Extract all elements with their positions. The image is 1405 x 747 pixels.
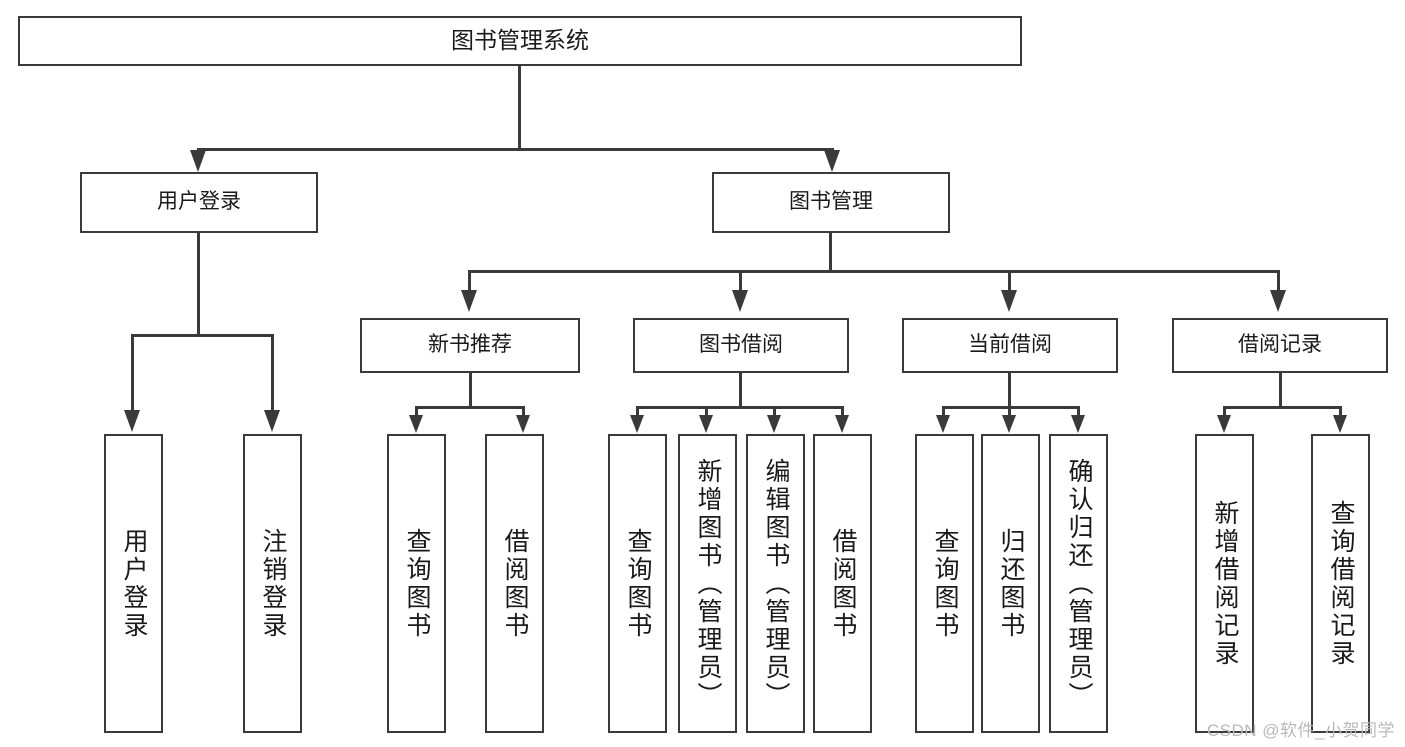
node-borrow-record[interactable]: 借阅记录 (1172, 318, 1388, 373)
leaf-borrow-add-book-admin[interactable]: 新增图书（管理员） (678, 434, 737, 733)
node-label: 查询图书 (624, 527, 652, 640)
arrowhead-borrow-leaf-2 (699, 415, 713, 433)
connector-record-bus (1223, 406, 1342, 409)
connector-level3-bus (468, 270, 1279, 273)
connector-current-drop-3 (1077, 406, 1080, 418)
node-label: 确认归还（管理员） (1065, 457, 1093, 710)
node-label: 图书管理 (789, 190, 873, 214)
node-user-login[interactable]: 用户登录 (80, 172, 318, 233)
connector-level3-drop-1 (468, 270, 471, 290)
connector-current-bus (942, 406, 1080, 409)
node-label: 查询图书 (931, 527, 959, 640)
connector-current-drop-2 (1008, 406, 1011, 418)
leaf-newrec-query-book[interactable]: 查询图书 (387, 434, 446, 733)
arrowhead-borrow-leaf-1 (630, 415, 644, 433)
connector-root-stem (518, 66, 521, 149)
arrowhead-to-book-manage (824, 150, 840, 172)
arrowhead-record-leaf-2 (1333, 415, 1347, 433)
connector-login-drop-1 (131, 334, 134, 414)
leaf-borrow-edit-book-admin[interactable]: 编辑图书（管理员） (746, 434, 805, 733)
leaf-current-query-book[interactable]: 查询图书 (915, 434, 974, 733)
connector-level3-drop-3 (1008, 270, 1011, 290)
arrowhead-current-leaf-3 (1071, 415, 1085, 433)
node-label: 借阅记录 (1238, 333, 1322, 357)
arrowhead-record-leaf-1 (1217, 415, 1231, 433)
node-label: 查询借阅记录 (1327, 499, 1355, 668)
arrowhead-current-leaf-2 (1002, 415, 1016, 433)
arrowhead-to-borrow-record (1270, 290, 1286, 312)
node-label: 借阅图书 (501, 527, 529, 640)
connector-root-bus (197, 148, 834, 151)
connector-record-drop-2 (1339, 406, 1342, 418)
node-label: 编辑图书（管理员） (762, 457, 790, 710)
arrowhead-borrow-leaf-3 (767, 415, 781, 433)
node-label: 借阅图书 (829, 527, 857, 640)
connector-borrow-stem (739, 373, 742, 409)
node-root-system[interactable]: 图书管理系统 (18, 16, 1022, 66)
leaf-record-query-record[interactable]: 查询借阅记录 (1311, 434, 1370, 733)
node-label: 新增借阅记录 (1211, 499, 1239, 668)
arrowhead-to-user-login (190, 150, 206, 172)
leaf-user-login[interactable]: 用户登录 (104, 434, 163, 733)
connector-book-stem (829, 233, 832, 272)
connector-borrow-bus (636, 406, 844, 409)
connector-borrow-drop-1 (636, 406, 639, 418)
node-label: 当前借阅 (968, 333, 1052, 357)
arrowhead-login-leaf-1 (124, 410, 140, 432)
arrowhead-login-leaf-2 (264, 410, 280, 432)
connector-current-drop-1 (942, 406, 945, 418)
connector-newrec-drop-2 (522, 406, 525, 418)
leaf-newrec-borrow-book[interactable]: 借阅图书 (485, 434, 544, 733)
node-label: 归还图书 (997, 527, 1025, 640)
arrowhead-newrec-leaf-1 (409, 415, 423, 433)
leaf-current-return-book[interactable]: 归还图书 (981, 434, 1040, 733)
leaf-record-add-record[interactable]: 新增借阅记录 (1195, 434, 1254, 733)
connector-level3-drop-2 (739, 270, 742, 290)
arrowhead-to-book-borrow (732, 290, 748, 312)
leaf-borrow-borrow-book[interactable]: 借阅图书 (813, 434, 872, 733)
node-label: 图书管理系统 (451, 27, 589, 54)
node-label: 图书借阅 (699, 333, 783, 357)
node-label: 用户登录 (157, 190, 241, 214)
connector-login-bus (131, 334, 274, 337)
node-label: 注销登录 (259, 527, 287, 640)
node-label: 新增图书（管理员） (694, 457, 722, 710)
arrowhead-current-leaf-1 (936, 415, 950, 433)
connector-borrow-drop-3 (773, 406, 776, 418)
connector-record-stem (1279, 373, 1282, 409)
connector-newrec-bus (415, 406, 525, 409)
leaf-current-confirm-return-admin[interactable]: 确认归还（管理员） (1049, 434, 1108, 733)
arrowhead-to-current-borrow (1001, 290, 1017, 312)
connector-level3-drop-4 (1277, 270, 1280, 290)
node-new-book-recommend[interactable]: 新书推荐 (360, 318, 580, 373)
node-book-borrow[interactable]: 图书借阅 (633, 318, 849, 373)
connector-login-stem (197, 233, 200, 336)
connector-current-stem (1008, 373, 1011, 409)
node-current-borrow[interactable]: 当前借阅 (902, 318, 1118, 373)
node-label: 新书推荐 (428, 333, 512, 357)
node-book-management[interactable]: 图书管理 (712, 172, 950, 233)
connector-record-drop-1 (1223, 406, 1226, 418)
connector-borrow-drop-2 (705, 406, 708, 418)
connector-newrec-drop-1 (415, 406, 418, 418)
leaf-borrow-query-book[interactable]: 查询图书 (608, 434, 667, 733)
arrowhead-newrec-leaf-2 (516, 415, 530, 433)
connector-login-drop-2 (271, 334, 274, 414)
watermark-text: CSDN @软件_小贺同学 (1206, 721, 1395, 740)
arrowhead-borrow-leaf-4 (835, 415, 849, 433)
node-label: 查询图书 (403, 527, 431, 640)
arrowhead-to-new-recommend (461, 290, 477, 312)
connector-borrow-drop-4 (841, 406, 844, 418)
node-label: 用户登录 (120, 527, 148, 640)
connector-newrec-stem (469, 373, 472, 409)
leaf-logout[interactable]: 注销登录 (243, 434, 302, 733)
